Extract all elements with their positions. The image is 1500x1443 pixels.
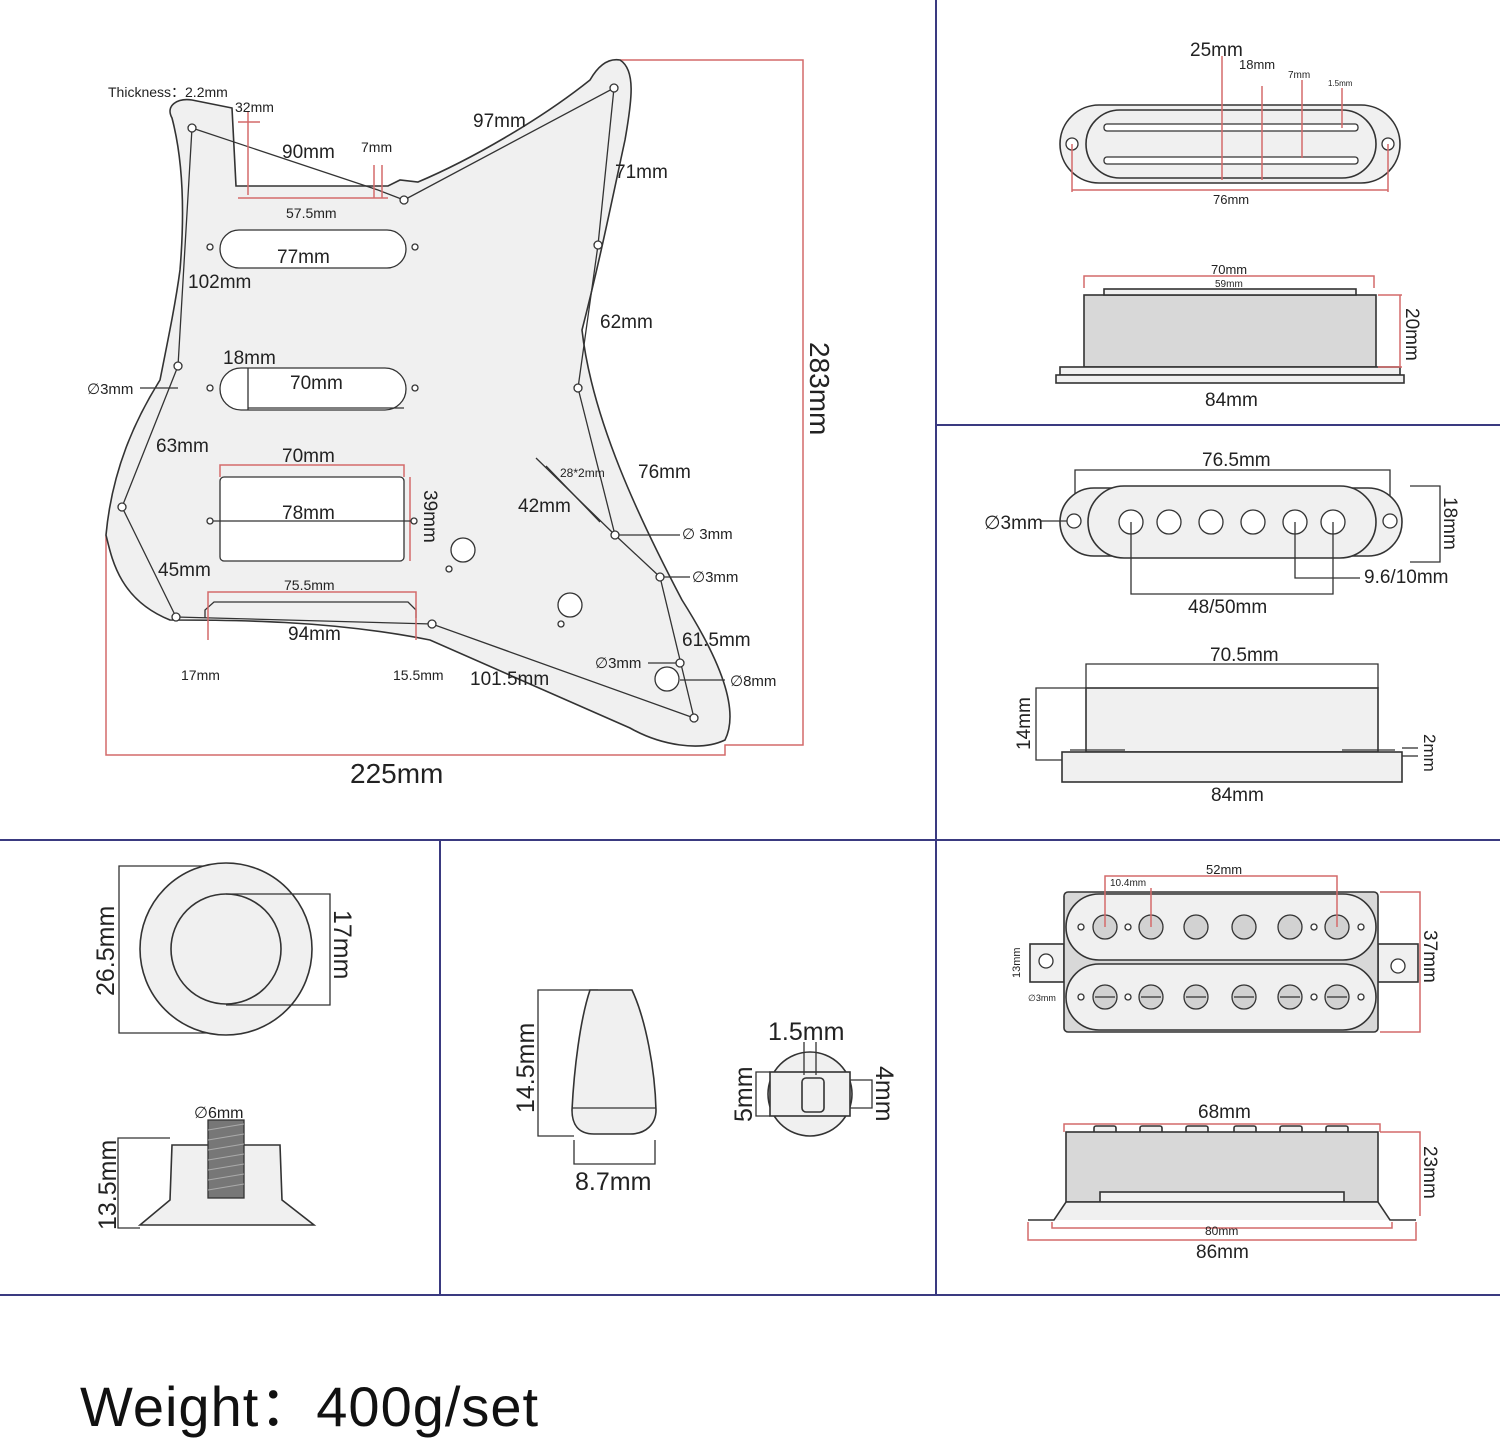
dim-225mm: 225mm (350, 758, 443, 789)
sc-dim-3mm: ∅3mm (984, 513, 1043, 534)
sc-dim-48mm: 48/50mm (1188, 597, 1267, 618)
rail-pickup-labels: 25mm 18mm 7mm 1.5mm 76mm 70mm 59mm 20mm … (1190, 40, 1422, 411)
rail-dim-76mm: 76mm (1213, 192, 1249, 207)
dim-3mm-right-a: ∅ 3mm (682, 526, 733, 543)
single-coil-labels: 76.5mm 18mm ∅3mm 9.6/10mm 48/50mm 70.5mm… (984, 450, 1460, 806)
sc-dim-18mm: 18mm (1439, 497, 1460, 550)
knob-dim-17mm: 17mm (328, 910, 356, 979)
knob-dim-13-5mm: 13.5mm (94, 1140, 122, 1230)
dim-8mm: ∅8mm (730, 673, 776, 690)
weight-label: Weight：400g/set (80, 1375, 540, 1438)
dim-97mm: 97mm (473, 111, 526, 132)
sc-dim-70-5mm: 70.5mm (1210, 645, 1279, 666)
rail-pickup-panel (1055, 56, 1405, 384)
dim-61-5mm: 61.5mm (682, 630, 751, 651)
tip-dim-14-5mm: 14.5mm (512, 1023, 540, 1113)
neck-pickup-slot (219, 229, 407, 269)
dim-102mm: 102mm (188, 272, 251, 293)
dim-28x2mm: 28*2mm (560, 466, 605, 480)
dim-7mm: 7mm (361, 139, 392, 155)
dim-90mm: 90mm (282, 142, 335, 163)
tip-dim-1-5mm: 1.5mm (768, 1018, 844, 1046)
rail-dim-20mm: 20mm (1401, 308, 1422, 361)
hb-dim-3mm: ∅3mm (1028, 993, 1056, 1003)
dim-63mm: 63mm (156, 436, 209, 457)
sc-dim-76-5mm: 76.5mm (1202, 450, 1271, 471)
tip-dim-8-7mm: 8.7mm (575, 1168, 651, 1196)
hb-dim-68mm: 68mm (1198, 1102, 1251, 1123)
dim-78mm: 78mm (282, 503, 335, 524)
dim-70mm-b: 70mm (282, 446, 335, 467)
hb-dim-52mm: 52mm (1206, 862, 1242, 877)
hb-dim-80mm: 80mm (1205, 1224, 1238, 1238)
switch-tip-labels: 14.5mm 8.7mm 1.5mm 5mm 4mm (512, 1018, 898, 1196)
tip-dim-4mm: 4mm (870, 1066, 898, 1122)
hb-dim-10-4mm: 10.4mm (1110, 878, 1146, 889)
hb-dim-13mm: 13mm (1011, 947, 1023, 978)
dim-17mm: 17mm (181, 667, 220, 683)
rail-dim-1-5mm: 1.5mm (1328, 79, 1353, 88)
dim-75-5mm: 75.5mm (284, 577, 335, 593)
hb-dim-23mm: 23mm (1419, 1146, 1440, 1199)
dim-3mm-right-b: ∅3mm (692, 569, 738, 586)
thickness-label: Thickness：2.2mm (108, 84, 228, 100)
dim-94mm: 94mm (288, 624, 341, 645)
pickguard-screw-holes (117, 83, 699, 723)
tip-dim-5mm: 5mm (730, 1066, 758, 1122)
pickguard-labels: Thickness：2.2mm 32mm 90mm 7mm 97mm 71mm … (87, 84, 835, 789)
humbucker-panel (1027, 875, 1421, 1241)
dim-57-5mm: 57.5mm (286, 205, 337, 221)
switch-tip-panel (537, 989, 873, 1165)
panel-frame (0, 0, 1500, 1296)
dim-62mm: 62mm (600, 312, 653, 333)
pickguard-panel (105, 58, 804, 756)
dim-32mm: 32mm (235, 99, 274, 115)
knob-dim-26-5mm: 26.5mm (92, 906, 120, 996)
dim-71mm: 71mm (615, 162, 668, 183)
dim-39mm: 39mm (419, 490, 440, 543)
rail-dim-70mm: 70mm (1211, 262, 1247, 277)
dim-3mm-left: ∅3mm (87, 381, 133, 398)
rail-dim-25mm: 25mm (1190, 40, 1243, 61)
sc-dim-2mm: 2mm (1420, 734, 1439, 772)
dim-45mm: 45mm (158, 560, 211, 581)
knob-dim-6mm: ∅6mm (194, 1105, 244, 1122)
dim-77mm: 77mm (277, 247, 330, 268)
dim-42mm: 42mm (518, 496, 571, 517)
dim-15-5mm: 15.5mm (393, 667, 444, 683)
dim-76mm: 76mm (638, 462, 691, 483)
rail-dim-7mm: 7mm (1288, 70, 1310, 81)
rail-dim-18mm: 18mm (1239, 57, 1275, 72)
hb-dim-37mm: 37mm (1419, 930, 1440, 983)
middle-pickup-slot (219, 367, 407, 411)
rail-dim-59mm: 59mm (1215, 279, 1243, 290)
sc-dim-84mm: 84mm (1211, 785, 1264, 806)
single-coil-panel (1035, 469, 1441, 783)
dim-3mm-right-c: ∅3mm (595, 655, 641, 672)
humbucker-poles-bottom (1077, 984, 1365, 1010)
dim-70mm-a: 70mm (290, 373, 343, 394)
dim-283mm: 283mm (804, 342, 835, 435)
dim-18mm: 18mm (223, 348, 276, 369)
hb-dim-86mm: 86mm (1196, 1242, 1249, 1263)
sc-dim-14mm: 14mm (1014, 697, 1035, 750)
knob-labels: 26.5mm 17mm ∅6mm 13.5mm (92, 906, 356, 1230)
sc-dim-9-6mm: 9.6/10mm (1364, 567, 1448, 588)
knob-panel (117, 862, 331, 1229)
dim-101-5mm: 101.5mm (470, 669, 549, 690)
bridge-humbucker-slot (219, 476, 405, 562)
humbucker-labels: 52mm 10.4mm 13mm ∅3mm 37mm 68mm 23mm 80m… (1011, 862, 1440, 1263)
rail-dim-84mm: 84mm (1205, 390, 1258, 411)
